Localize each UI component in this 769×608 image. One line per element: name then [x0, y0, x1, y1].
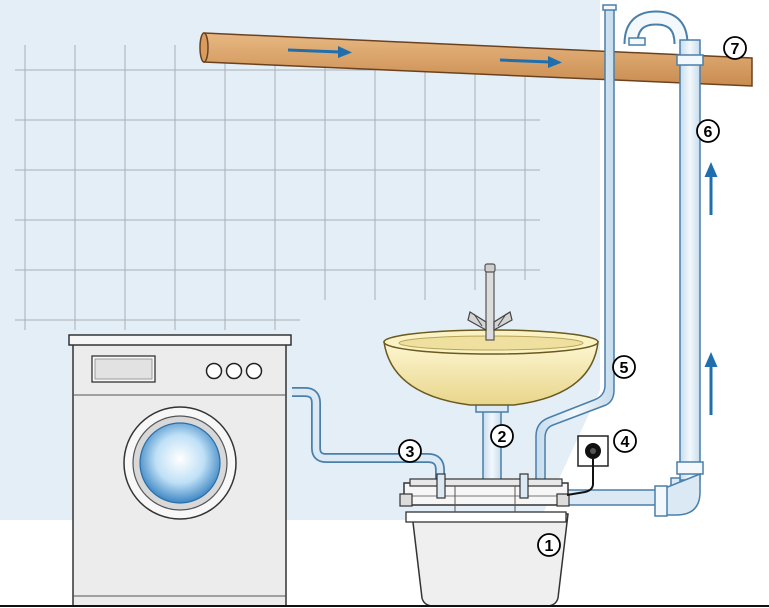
svg-text:1: 1 — [545, 538, 554, 555]
wall-tiles — [15, 45, 540, 330]
callout-4: 4 — [613, 429, 637, 453]
callout-7: 7 — [723, 36, 747, 60]
svg-text:6: 6 — [704, 124, 713, 141]
flow-arrow-right-icon — [287, 46, 352, 58]
svg-text:4: 4 — [621, 434, 630, 451]
sewer-pipe — [199, 32, 753, 87]
pump-unit — [399, 473, 570, 607]
washbasin — [383, 329, 599, 406]
flow-arrow-up-icon — [704, 162, 718, 215]
svg-text:3: 3 — [406, 444, 415, 461]
faucet — [467, 263, 513, 341]
callout-2: 2 — [490, 424, 514, 448]
callout-1: 1 — [537, 533, 561, 557]
flow-arrow-right-icon — [499, 56, 562, 68]
callout-5: 5 — [612, 355, 636, 379]
washing-machine-knobs — [205, 362, 263, 380]
svg-text:5: 5 — [620, 360, 629, 377]
power-socket — [566, 435, 609, 496]
callout-6: 6 — [696, 119, 720, 143]
callout-3: 3 — [398, 439, 422, 463]
svg-text:7: 7 — [731, 41, 740, 58]
svg-text:2: 2 — [498, 429, 507, 446]
washing-machine — [68, 334, 292, 607]
discharge-pipe — [562, 10, 704, 517]
flow-arrow-up-icon — [704, 352, 718, 415]
washing-machine-drain-hose — [292, 387, 445, 482]
